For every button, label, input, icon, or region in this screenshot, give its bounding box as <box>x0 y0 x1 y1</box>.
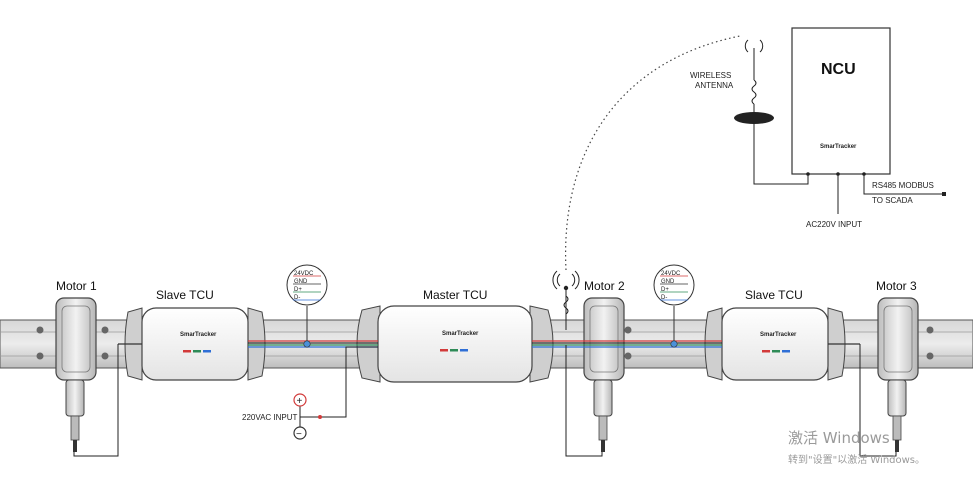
slave-tcu-right: SmarTracker <box>704 307 846 381</box>
minus-terminal-icon: − <box>293 426 307 440</box>
wireless-antenna-label-1: WIRELESS <box>690 71 731 80</box>
motor-3 <box>877 297 919 452</box>
legend-dminus: D- <box>661 295 667 301</box>
brand-logo: SmarTracker <box>442 331 479 337</box>
brand-logo: SmarTracker <box>820 144 857 150</box>
master-tcu-label: Master TCU <box>423 288 487 302</box>
vac-input-label: 220VAC INPUT <box>242 413 298 422</box>
motor-2-label: Motor 2 <box>584 279 625 293</box>
bus-legend-left: 24VDC GND D+ D- <box>286 264 328 348</box>
plus-terminal-icon: + <box>293 393 307 407</box>
master-antenna-icon <box>552 270 580 330</box>
motor-1 <box>55 297 97 452</box>
slave-tcu-left-label: Slave TCU <box>156 288 214 302</box>
brand-logo: SmarTracker <box>180 332 217 338</box>
legend-dminus: D- <box>294 295 300 301</box>
motor-2 <box>583 297 625 452</box>
vac-input-wiring <box>299 346 378 433</box>
bus-legend-right: 24VDC GND D+ D- <box>653 264 695 348</box>
antenna-base <box>734 112 774 124</box>
slave-tcu-right-label: Slave TCU <box>745 288 803 302</box>
scada-terminal <box>942 192 946 196</box>
rs485-label-2: TO SCADA <box>872 196 913 205</box>
legend-dplus: D+ <box>294 287 302 293</box>
svg-text:+: + <box>297 396 303 407</box>
legend-gnd: GND <box>294 279 308 285</box>
rs485-label-1: RS485 MODBUS <box>872 181 934 190</box>
wireless-link <box>565 35 741 271</box>
ncu-port-3 <box>862 172 866 176</box>
legend-24vdc: 24VDC <box>661 271 681 277</box>
motor-3-label: Motor 3 <box>876 279 917 293</box>
legend-gnd: GND <box>661 279 675 285</box>
slave-tcu-left: SmarTracker <box>124 307 266 381</box>
master-tcu: SmarTracker <box>356 305 554 383</box>
brand-logo: SmarTracker <box>760 332 797 338</box>
wireless-antenna-label-2: ANTENNA <box>695 81 734 90</box>
ncu-wiring <box>753 124 944 214</box>
ncu-antenna-icon <box>744 39 764 114</box>
motor-1-label: Motor 1 <box>56 279 97 293</box>
watermark-line-2: 转到"设置"以激活 Windows。 <box>788 453 925 466</box>
ncu-port-1 <box>806 172 810 176</box>
motor-wires <box>73 344 897 457</box>
ncu-box: SmarTracker <box>791 27 891 175</box>
antenna-tip <box>563 285 569 291</box>
ac220v-label: AC220V INPUT <box>806 220 862 229</box>
legend-dplus: D+ <box>661 287 669 293</box>
svg-text:−: − <box>296 429 302 440</box>
ncu-port-2 <box>836 172 840 176</box>
vac-junction <box>318 415 322 419</box>
legend-24vdc: 24VDC <box>294 271 314 277</box>
ncu-label: NCU <box>821 61 856 78</box>
watermark-line-1: 激活 Windows <box>788 429 890 447</box>
